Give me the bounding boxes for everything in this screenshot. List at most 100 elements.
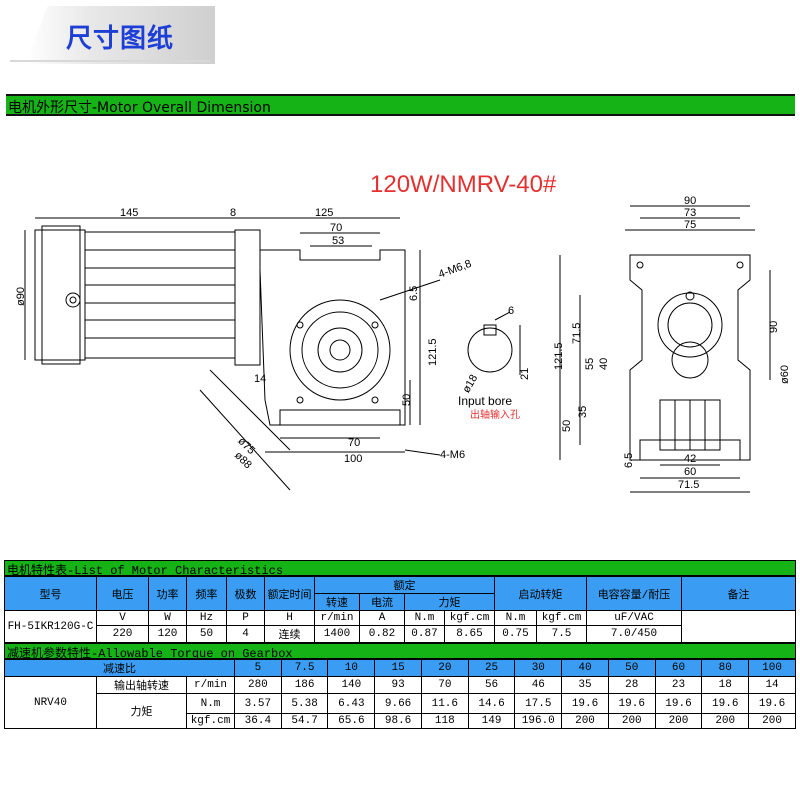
table-cell: 1400 [314, 625, 360, 643]
h-poles: 极数 [226, 576, 265, 611]
table-cell: 186 [280, 676, 329, 694]
dim-50: 50 [401, 394, 413, 406]
input-bore-view [467, 311, 521, 375]
table-cell: 50 [607, 659, 656, 677]
table-cell: 7.5 [280, 659, 329, 677]
table-cell: 7.5 [536, 625, 587, 643]
table-cell: 10 [327, 659, 376, 677]
motor-values-row: 220 120 50 4 连续 1400 0.82 0.87 8.65 0.75… [5, 625, 796, 643]
dim-90: ø90 [15, 287, 27, 306]
section-bar: 电机外形尺寸-Motor Overall Dimension [6, 94, 795, 116]
table-cell: 80 [701, 659, 750, 677]
table-cell: 56 [467, 676, 516, 694]
side-dim-60: ø60 [779, 365, 791, 384]
table-cell: V [96, 610, 149, 626]
motor-units-row: FH-5IKR120G-C V W Hz P H r/min A N.m kgf… [4, 610, 796, 643]
table-cell: 19.6 [748, 693, 796, 714]
table-cell: 46 [514, 676, 563, 694]
ratio-label: 减速比 [3, 659, 236, 677]
h-speed: 转速 [314, 593, 360, 611]
h-time: 额定时间 [264, 576, 315, 611]
gear-table-title: 减速机参数特性-Allowable Torque on Gearbox [4, 643, 796, 661]
h-torque: 力矩 [404, 593, 495, 611]
table-cell: 100 [748, 659, 796, 677]
h-note: 备注 [681, 576, 796, 611]
torque-label: 力矩 [96, 693, 187, 729]
table-cell: 93 [374, 676, 422, 694]
table-cell: 14.6 [467, 693, 516, 714]
side-dim-35: 35 [577, 406, 589, 418]
dim-145: 145 [120, 207, 138, 219]
bore-dim-18: ø18 [460, 373, 480, 395]
motor-header-row: 型号 电压 功率 频率 极数 额定时间 额定 启动转矩 电容容量/耐压 备注 [4, 576, 796, 611]
h-start: 启动转矩 [494, 576, 587, 611]
table-cell: 118 [420, 713, 469, 729]
motor-characteristics-table: 型号 电压 功率 频率 极数 额定时间 额定 启动转矩 电容容量/耐压 备注 转… [4, 576, 796, 643]
table-cell: P [226, 610, 265, 626]
table-cell: 200 [607, 713, 656, 729]
table-cell: 30 [514, 659, 563, 677]
table-cell: 8.65 [444, 625, 495, 643]
side-dim-42: 42 [684, 453, 696, 465]
table-cell: 连续 [264, 625, 315, 643]
table-cell: r/min [314, 610, 360, 626]
table-cell: 5 [234, 659, 282, 677]
side-dim-71-5: 71.5 [571, 323, 583, 344]
gear-kgf-row: kgf.cm 36.4 54.7 65.6 98.6 118 149 196.0… [5, 713, 796, 729]
side-dim-40: 40 [598, 358, 610, 370]
gear-ratio-row: 减速比 5 7.5 10 15 20 25 30 40 50 60 80 100 [3, 659, 796, 677]
table-cell: 98.6 [374, 713, 422, 729]
page-title: 尺寸图纸 [66, 24, 175, 54]
table-cell: 200 [701, 713, 750, 729]
table-cell: 50 [186, 625, 227, 643]
table-cell: 14 [748, 676, 796, 694]
table-cell: 19.6 [701, 693, 750, 714]
table-cell: kgf.cm [444, 610, 495, 626]
table-cell: A [359, 610, 405, 626]
table-cell: 19.6 [607, 693, 656, 714]
table-cell: W [148, 610, 187, 626]
dim-4-m6: 4-M6 [440, 449, 465, 461]
nm-unit: N.m [185, 693, 236, 714]
table-cell: 4 [226, 625, 265, 643]
table-cell: Hz [186, 610, 227, 626]
gearbox-front-view [259, 249, 406, 426]
table-cell: 220 [96, 625, 149, 643]
dim-70: 70 [330, 222, 342, 234]
side-dim-75: 75 [684, 219, 696, 231]
input-bore-label: Input bore [458, 394, 512, 408]
table-cell: 5.38 [280, 693, 329, 714]
h-power: 功率 [148, 576, 187, 611]
header-banner [25, 6, 215, 64]
table-cell: 54.7 [280, 713, 329, 729]
bore-dim-6: 6 [508, 305, 514, 317]
bore-dim-21: 21 [519, 368, 531, 380]
table-cell: 0.82 [359, 625, 405, 643]
side-dim-121-5: 121.5 [553, 342, 565, 370]
table-cell: 70 [420, 676, 469, 694]
input-bore-cn-label: 出轴输入孔 [470, 408, 520, 421]
table-cell: 23 [654, 676, 703, 694]
table-cell: 6.43 [327, 693, 376, 714]
side-dim-60b: 60 [684, 466, 696, 478]
motor-side-view [34, 225, 261, 366]
dim-14: 14 [254, 373, 266, 385]
table-cell: 25 [467, 659, 516, 677]
spec-tables: 电机特性表-List of Motor Characteristics 型号 电… [3, 560, 796, 729]
table-cell: 0.75 [494, 625, 537, 643]
table-cell: 28 [607, 676, 656, 694]
side-dim-6-5: 6.5 [623, 453, 635, 468]
table-cell: 140 [327, 676, 376, 694]
table-cell: 18 [701, 676, 750, 694]
gearbox-side-view [629, 254, 751, 461]
kgf-unit: kgf.cm [185, 713, 236, 729]
gear-model: NRV40 [4, 676, 97, 729]
dim-4-m6-8: 4-M6,8 [437, 258, 473, 281]
motor-model: FH-5IKR120G-C [4, 610, 97, 643]
h-voltage: 电压 [96, 576, 149, 611]
speed-label: 输出轴转速 [96, 676, 187, 694]
table-cell: 36.4 [234, 713, 282, 729]
dim-100: 100 [344, 453, 362, 465]
motor-table-title: 电机特性表-List of Motor Characteristics [4, 560, 796, 578]
dim-6-5: 6.5 [408, 286, 420, 301]
